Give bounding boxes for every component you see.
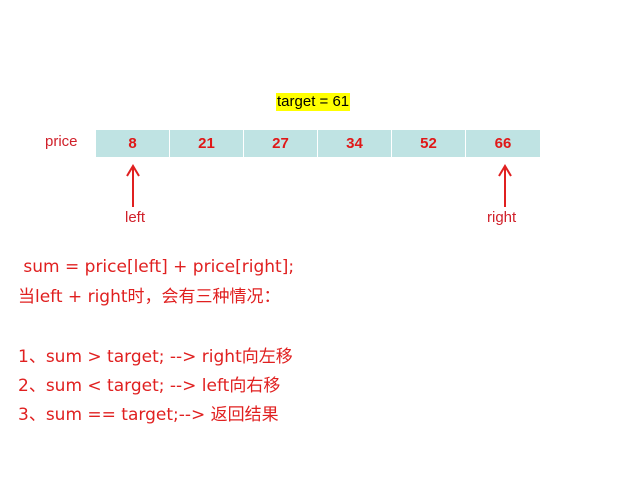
array-cell-4: 52 [392, 130, 466, 157]
target-label: target = 61 [276, 93, 351, 111]
array-cell-3: 34 [318, 130, 392, 157]
array-cell-1: 21 [170, 130, 244, 157]
array-cell-2: 27 [244, 130, 318, 157]
case-3: 3、sum == target;--> 返回结果 [18, 405, 279, 425]
left-pointer-arrow-icon [126, 164, 140, 207]
condition-intro: 当left + right时，会有三种情况： [18, 287, 281, 307]
array-cell-0: 8 [96, 130, 170, 157]
array-label: price [45, 133, 78, 150]
case-2: 2、sum < target; --> left向右移 [18, 376, 281, 396]
right-pointer-label: right [487, 209, 517, 226]
left-pointer-label: left [125, 209, 146, 226]
case-1: 1、sum > target; --> right向左移 [18, 347, 293, 367]
right-pointer-arrow-icon [498, 164, 512, 207]
sum-formula: sum = price[left] + price[right]; [18, 257, 295, 277]
array-cell-5: 66 [466, 130, 540, 157]
price-array: 8 21 27 34 52 66 [96, 130, 540, 157]
